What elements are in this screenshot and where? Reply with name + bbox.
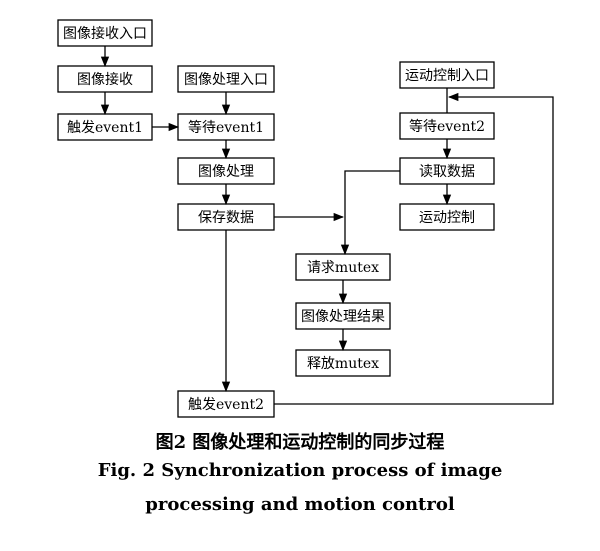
caption-chinese: 图2 图像处理和运动控制的同步过程 — [155, 432, 445, 453]
arrow-trigger-event2-to-wait-event2 — [274, 92, 554, 405]
svg-text:触发event1: 触发event1 — [67, 120, 143, 136]
flowchart: 图像接收入口 图像接收 触发event1 图像处理入口 等待event1 图像处… — [57, 19, 554, 418]
node-motion-control: 运动控制 — [399, 203, 495, 231]
svg-text:等待event1: 等待event1 — [188, 119, 264, 136]
svg-text:图像接收: 图像接收 — [77, 71, 133, 88]
svg-text:请求mutex: 请求mutex — [307, 260, 379, 276]
svg-text:图像接收入口: 图像接收入口 — [63, 25, 147, 42]
node-motion-control-entry: 运动控制入口 — [399, 61, 495, 89]
node-image-process: 图像处理 — [177, 157, 275, 185]
node-image-process-entry: 图像处理入口 — [177, 65, 275, 93]
node-wait-event1: 等待event1 — [177, 113, 275, 141]
node-save-data: 保存数据 — [177, 203, 275, 231]
node-trigger-event2: 触发event2 — [177, 390, 275, 418]
svg-text:图像处理: 图像处理 — [198, 164, 254, 180]
node-image-receive: 图像接收 — [57, 65, 153, 93]
svg-text:图像处理结果: 图像处理结果 — [301, 309, 385, 325]
arrow-read-data-to-request-mutex — [340, 170, 400, 256]
node-wait-event2: 等待event2 — [399, 112, 495, 140]
svg-text:读取数据: 读取数据 — [419, 163, 475, 180]
caption-english-line1: Fig. 2 Synchronization process of image — [97, 460, 503, 481]
node-image-receive-entry: 图像接收入口 — [57, 19, 153, 47]
svg-text:触发event2: 触发event2 — [188, 397, 264, 413]
svg-text:等待event2: 等待event2 — [409, 118, 485, 135]
node-request-mutex: 请求mutex — [295, 253, 391, 281]
svg-text:保存数据: 保存数据 — [198, 210, 254, 226]
svg-text:图像处理入口: 图像处理入口 — [184, 72, 268, 88]
svg-text:释放mutex: 释放mutex — [307, 356, 379, 372]
node-read-data: 读取数据 — [399, 157, 495, 185]
caption-english-line2: processing and motion control — [145, 494, 455, 515]
node-release-mutex: 释放mutex — [295, 349, 391, 377]
node-image-process-result: 图像处理结果 — [295, 302, 391, 330]
svg-text:运动控制入口: 运动控制入口 — [405, 68, 489, 84]
svg-text:运动控制: 运动控制 — [419, 210, 475, 226]
node-trigger-event1: 触发event1 — [57, 113, 153, 141]
